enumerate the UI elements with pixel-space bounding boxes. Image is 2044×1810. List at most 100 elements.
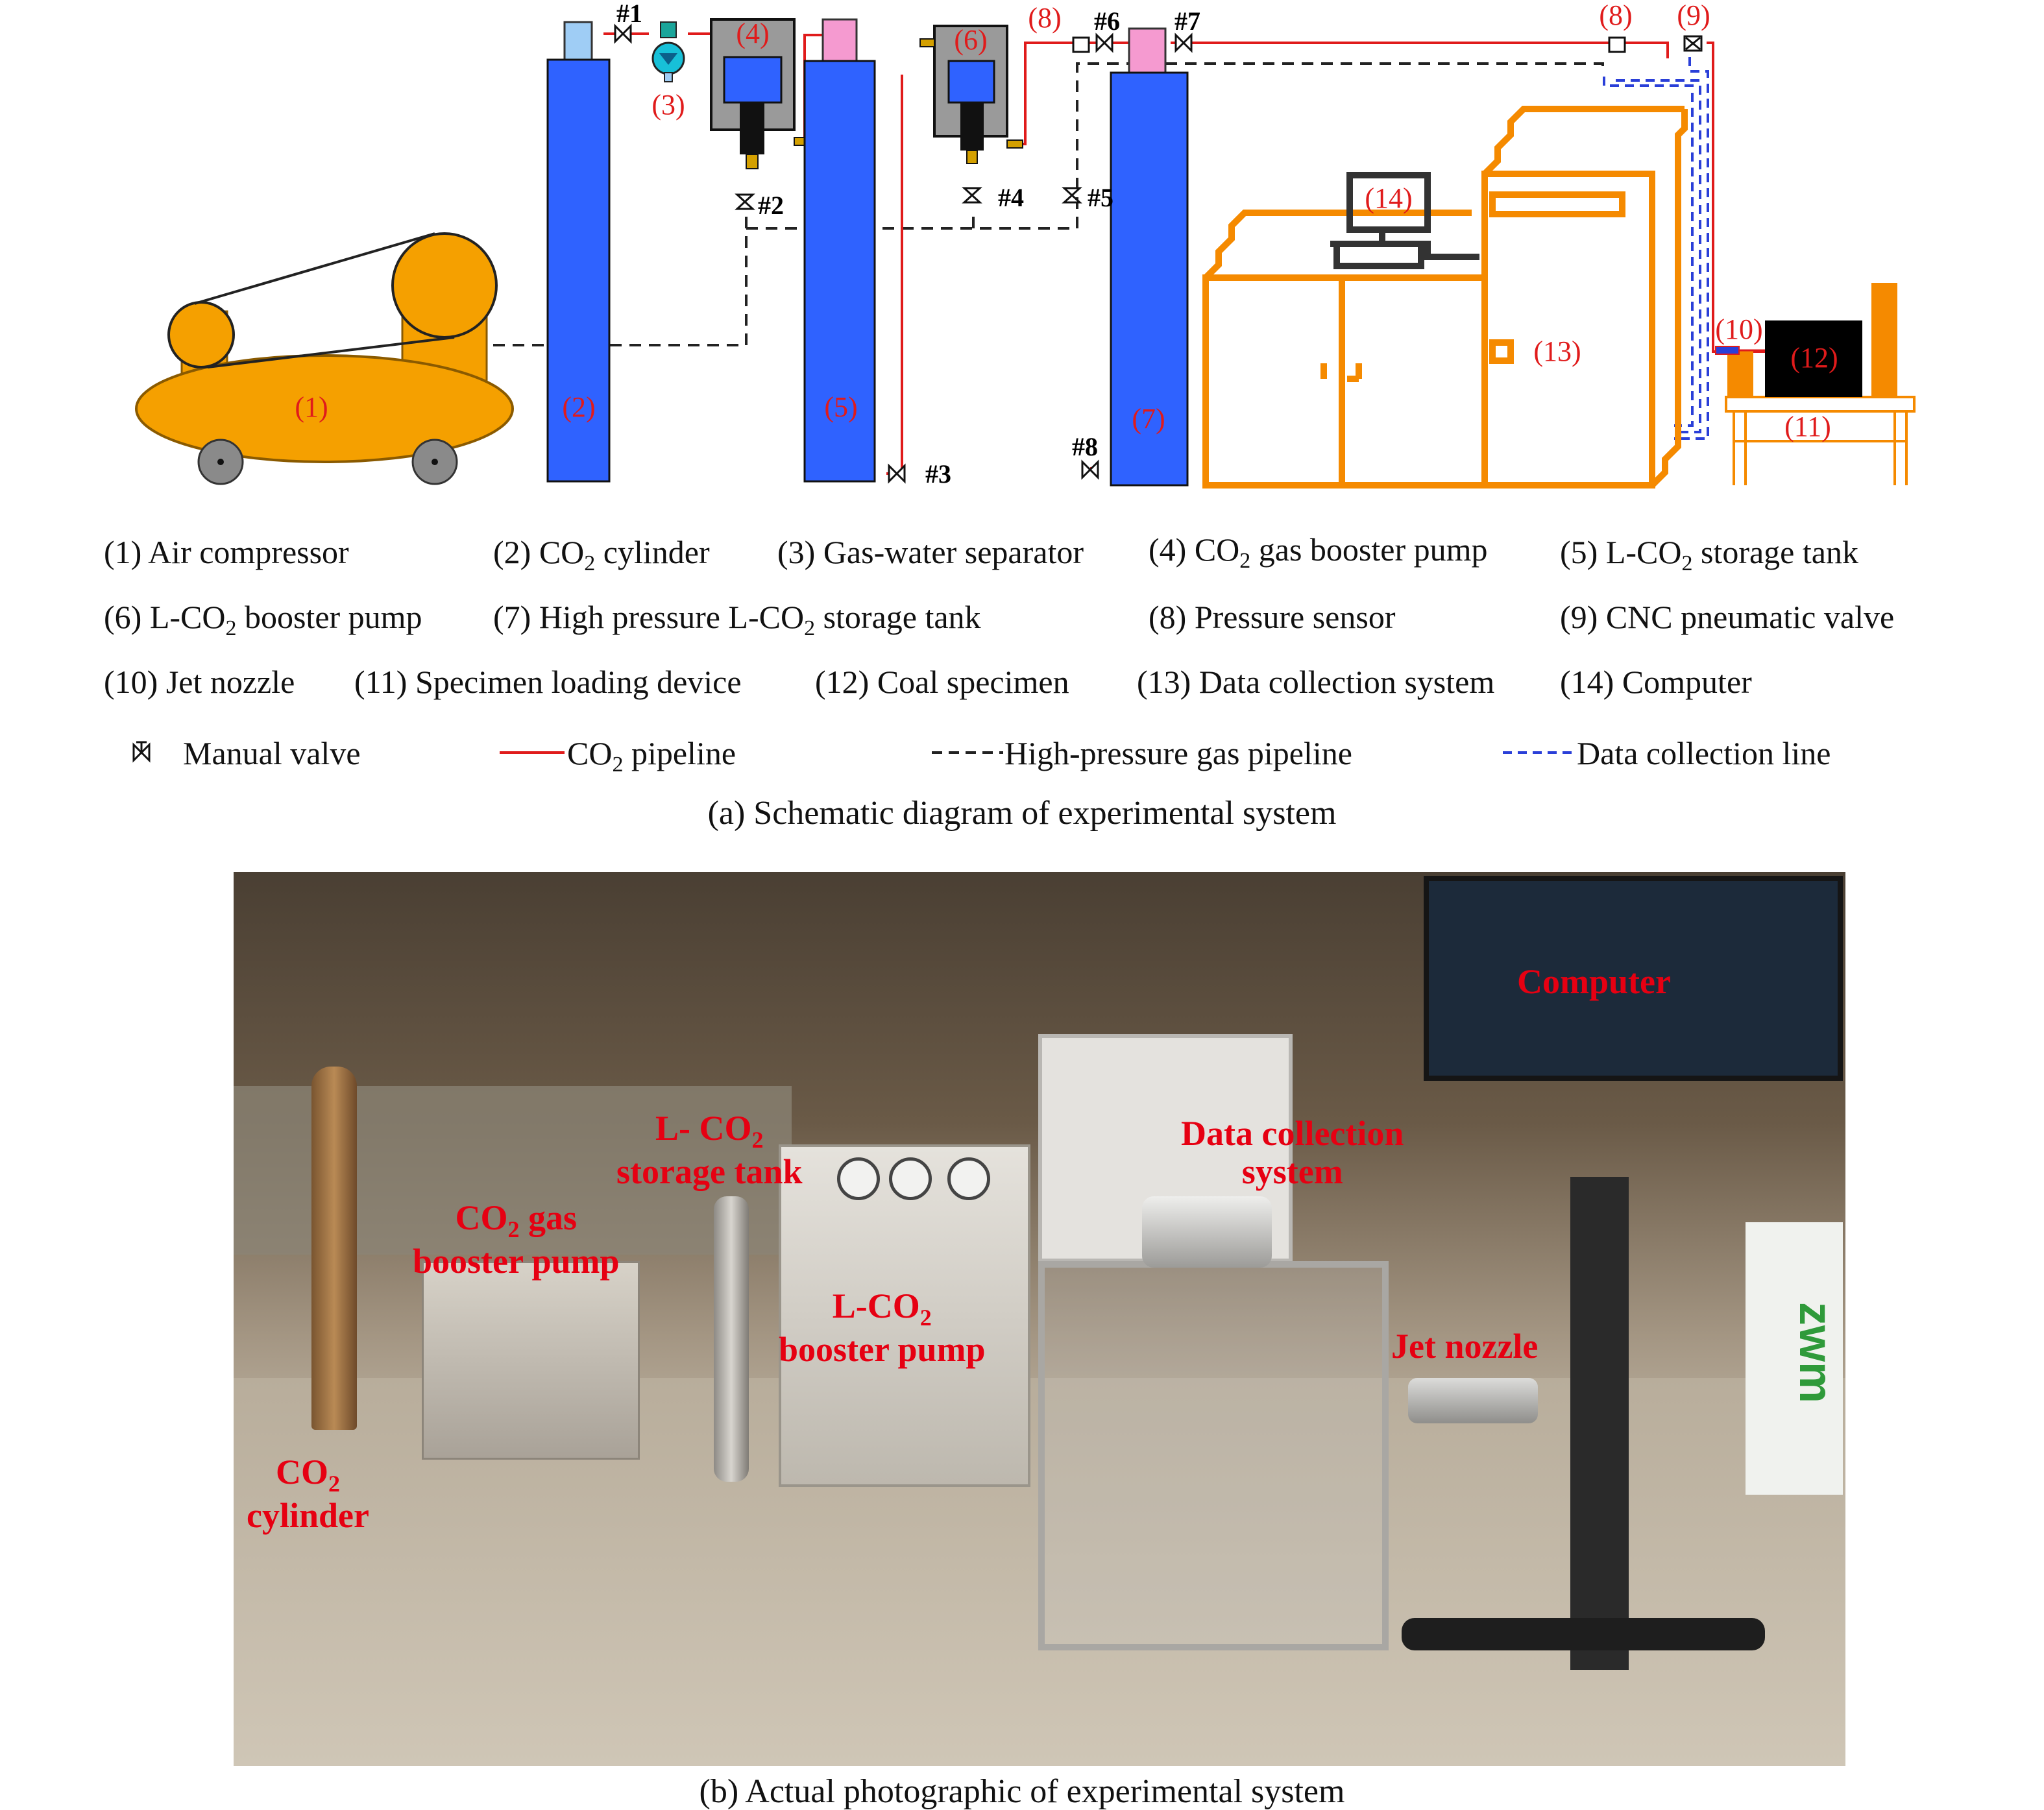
data-line-swatch bbox=[1503, 751, 1574, 754]
label-valve-4: #4 bbox=[998, 183, 1024, 212]
legend-item-high-pressure-tank: (7) High pressure L-CO2 storage tank bbox=[493, 601, 981, 640]
gauge-icon bbox=[837, 1157, 880, 1200]
label-valve-8: #8 bbox=[1072, 432, 1098, 461]
legend-sub: 2 bbox=[1681, 551, 1693, 575]
l-co2-booster-pump bbox=[919, 25, 1023, 164]
photo-monitor-stand bbox=[1570, 1177, 1629, 1670]
legend-num: (9) bbox=[1560, 599, 1598, 635]
legend-data-line: Data collection line bbox=[1577, 735, 1831, 771]
gauge-icon bbox=[947, 1157, 990, 1200]
data-collection-system bbox=[1202, 106, 1688, 489]
photo-label-data-collection: Data collection system bbox=[1181, 1114, 1404, 1192]
legend-num: (1) bbox=[104, 534, 142, 570]
legend-gas-pipeline: High-pressure gas pipeline bbox=[1004, 735, 1352, 771]
label-valve-1: #1 bbox=[616, 0, 642, 28]
legend-name: CO bbox=[1194, 531, 1240, 568]
legend-co2-sub: 2 bbox=[612, 753, 624, 777]
caption-photo: (b) Actual photographic of experimental … bbox=[699, 1773, 1345, 1810]
legend-num: (10) bbox=[104, 664, 158, 700]
computer bbox=[1330, 172, 1479, 269]
legend-num: (6) bbox=[104, 599, 142, 635]
photo-label-line: L-CO2 bbox=[779, 1286, 986, 1331]
legend-item-l-co2-storage-tank: (5) L-CO2 storage tank bbox=[1560, 536, 1858, 575]
legend-num: (11) bbox=[354, 664, 408, 700]
legend-num: (4) bbox=[1149, 531, 1187, 568]
label-pressure-sensor-2: (8) bbox=[1599, 0, 1632, 31]
photo-label-line: Data collection bbox=[1181, 1114, 1404, 1153]
legend-name: Gas-water separator bbox=[823, 534, 1084, 570]
photo-label-sub: 2 bbox=[919, 1304, 932, 1331]
legend-name: CO bbox=[539, 534, 585, 570]
legend-item-air-compressor: (1) Air compressor bbox=[104, 536, 349, 568]
jet-nozzle bbox=[1715, 346, 1765, 355]
legend-num: (13) bbox=[1137, 664, 1191, 700]
photo-label-gas-booster-pump: CO2 gas booster pump bbox=[413, 1198, 620, 1281]
legend-name: Data collection system bbox=[1198, 664, 1495, 700]
label-l-co2-booster-pump: (6) bbox=[954, 24, 987, 56]
legend-co2-pre: CO bbox=[567, 735, 613, 771]
l-co2-storage-tank bbox=[803, 18, 876, 483]
legend-post: storage tank bbox=[815, 599, 981, 635]
photo-label-line: CO2 gas bbox=[413, 1198, 620, 1242]
legend-item-gas-water-separator: (3) Gas-water separator bbox=[777, 536, 1084, 568]
photo-brand-text: zwm bbox=[1790, 1301, 1842, 1404]
legend-name: Coal specimen bbox=[877, 664, 1069, 700]
photo-label-line: CO2 bbox=[247, 1453, 369, 1497]
legend-item-co2-cylinder: (2) CO2 cylinder bbox=[493, 536, 710, 575]
photo-monitor bbox=[1424, 876, 1843, 1081]
photo-label-line: storage tank bbox=[616, 1152, 803, 1192]
legend-num: (8) bbox=[1149, 599, 1187, 635]
photo-aluminium-frame bbox=[1038, 1261, 1389, 1650]
wheel-icon bbox=[197, 439, 458, 485]
legend-co2-post: pipeline bbox=[623, 735, 736, 771]
legend-item-co2-gas-booster-pump: (4) CO2 gas booster pump bbox=[1149, 533, 1488, 572]
label-data-collection-system: (13) bbox=[1533, 335, 1581, 367]
legend-name: L-CO bbox=[149, 599, 226, 635]
legend-item-cnc-valve: (9) CNC pneumatic valve bbox=[1560, 601, 1894, 633]
legend-num: (3) bbox=[777, 534, 816, 570]
photo-l-co2-booster-pump bbox=[779, 1144, 1030, 1487]
legend-item-computer: (14) Computer bbox=[1560, 666, 1752, 698]
legend-num: (5) bbox=[1560, 534, 1598, 570]
legend-manual-valve: Manual valve bbox=[183, 735, 361, 771]
legend-sub: 2 bbox=[225, 616, 237, 640]
legend-post: booster pump bbox=[236, 599, 422, 635]
gauge-icon bbox=[889, 1157, 932, 1200]
photo-banner bbox=[1746, 1222, 1843, 1495]
legend-item-jet-nozzle: (10) Jet nozzle bbox=[104, 666, 295, 698]
photo-label-jet-nozzle: Jet nozzle bbox=[1391, 1327, 1539, 1366]
photo-label-line: cylinder bbox=[247, 1496, 369, 1536]
legend-item-l-co2-booster-pump: (6) L-CO2 booster pump bbox=[104, 601, 422, 640]
label-high-pressure-tank: (7) bbox=[1132, 403, 1165, 435]
label-jet-nozzle: (10) bbox=[1715, 313, 1762, 345]
legend-item-data-collection-system: (13) Data collection system bbox=[1137, 666, 1494, 698]
photo-jet-nozzle bbox=[1408, 1378, 1538, 1423]
photo-label-l-co2-booster-pump: L-CO2 booster pump bbox=[779, 1286, 986, 1370]
co2-pipeline-swatch bbox=[500, 751, 565, 754]
photo-label-sub: 2 bbox=[507, 1216, 520, 1242]
legend-num: (14) bbox=[1560, 664, 1614, 700]
manual-valve-icon bbox=[614, 23, 1193, 484]
gas-water-separator bbox=[651, 21, 685, 82]
label-gas-water-separator: (3) bbox=[651, 89, 685, 121]
photo-label-pre: CO bbox=[455, 1198, 508, 1237]
photo-label-pre: L-CO bbox=[832, 1286, 920, 1325]
photo-label-co2-cylinder: CO2 cylinder bbox=[247, 1453, 369, 1536]
manual-valve-icon bbox=[132, 741, 151, 763]
specimen-loading-device bbox=[1725, 283, 1916, 485]
photo-label-sub: 2 bbox=[328, 1470, 340, 1497]
label-co2-cylinder: (2) bbox=[562, 391, 595, 423]
label-valve-2: #2 bbox=[758, 191, 784, 220]
legend-name: Specimen loading device bbox=[415, 664, 742, 700]
legend-sub: 2 bbox=[584, 551, 596, 575]
label-air-compressor: (1) bbox=[295, 391, 328, 423]
photo-monitor-base bbox=[1402, 1618, 1765, 1650]
photo-label-storage-tank: L- CO2 storage tank bbox=[616, 1109, 802, 1192]
photo-label-pre: CO bbox=[275, 1453, 328, 1491]
photo-label-line: system bbox=[1241, 1152, 1343, 1192]
co2-gas-booster-pump bbox=[710, 18, 810, 169]
photo-gas-booster-pump bbox=[422, 1261, 640, 1460]
label-l-co2-storage-tank: (5) bbox=[824, 391, 857, 423]
legend-num: (7) bbox=[493, 599, 531, 635]
label-valve-7: #7 bbox=[1174, 6, 1200, 36]
